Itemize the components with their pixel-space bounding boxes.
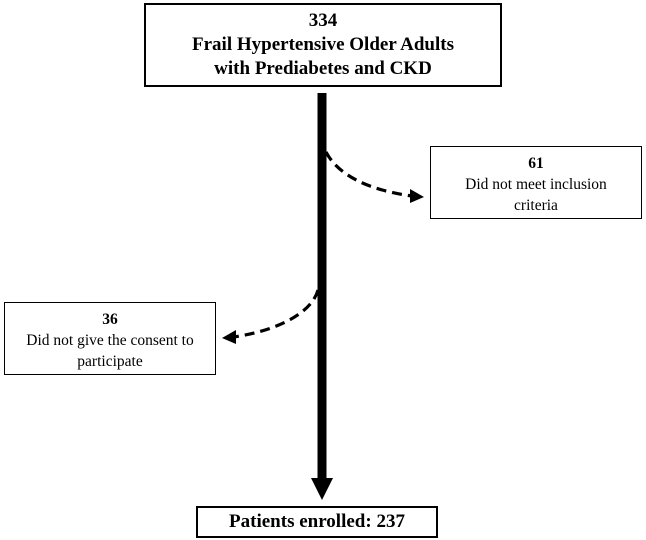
population-description-line1: Frail Hypertensive Older Adults [192,34,454,55]
population-description-line2: with Prediabetes and CKD [214,58,432,79]
exclusion-inclusion-box: 61 Did not meet inclusion criteria [430,146,642,219]
total-population-box: 334 Frail Hypertensive Older Adults with… [144,3,502,87]
exclusion-left-arrowhead [222,330,236,344]
exclusion-consent-box: 36 Did not give the consent to participa… [4,302,216,375]
exclusion-inclusion-reason-line1: Did not meet inclusion [465,176,607,193]
exclusion-left-connector [233,289,320,339]
enrolled-label: Patients enrolled: 237 [229,511,405,532]
exclusion-right-arrowhead [410,189,424,203]
exclusion-right-connector [324,151,413,198]
exclusion-inclusion-reason-line2: criteria [514,197,558,214]
exclusion-inclusion-count: 61 [528,155,544,172]
exclusion-consent-count: 36 [102,311,118,328]
enrolled-box: Patients enrolled: 237 [196,506,438,538]
exclusion-consent-reason-line2: participate [77,353,143,370]
main-flow-arrowhead [311,478,333,500]
total-count: 334 [308,10,338,31]
exclusion-consent-reason-line1: Did not give the consent to [26,332,194,349]
